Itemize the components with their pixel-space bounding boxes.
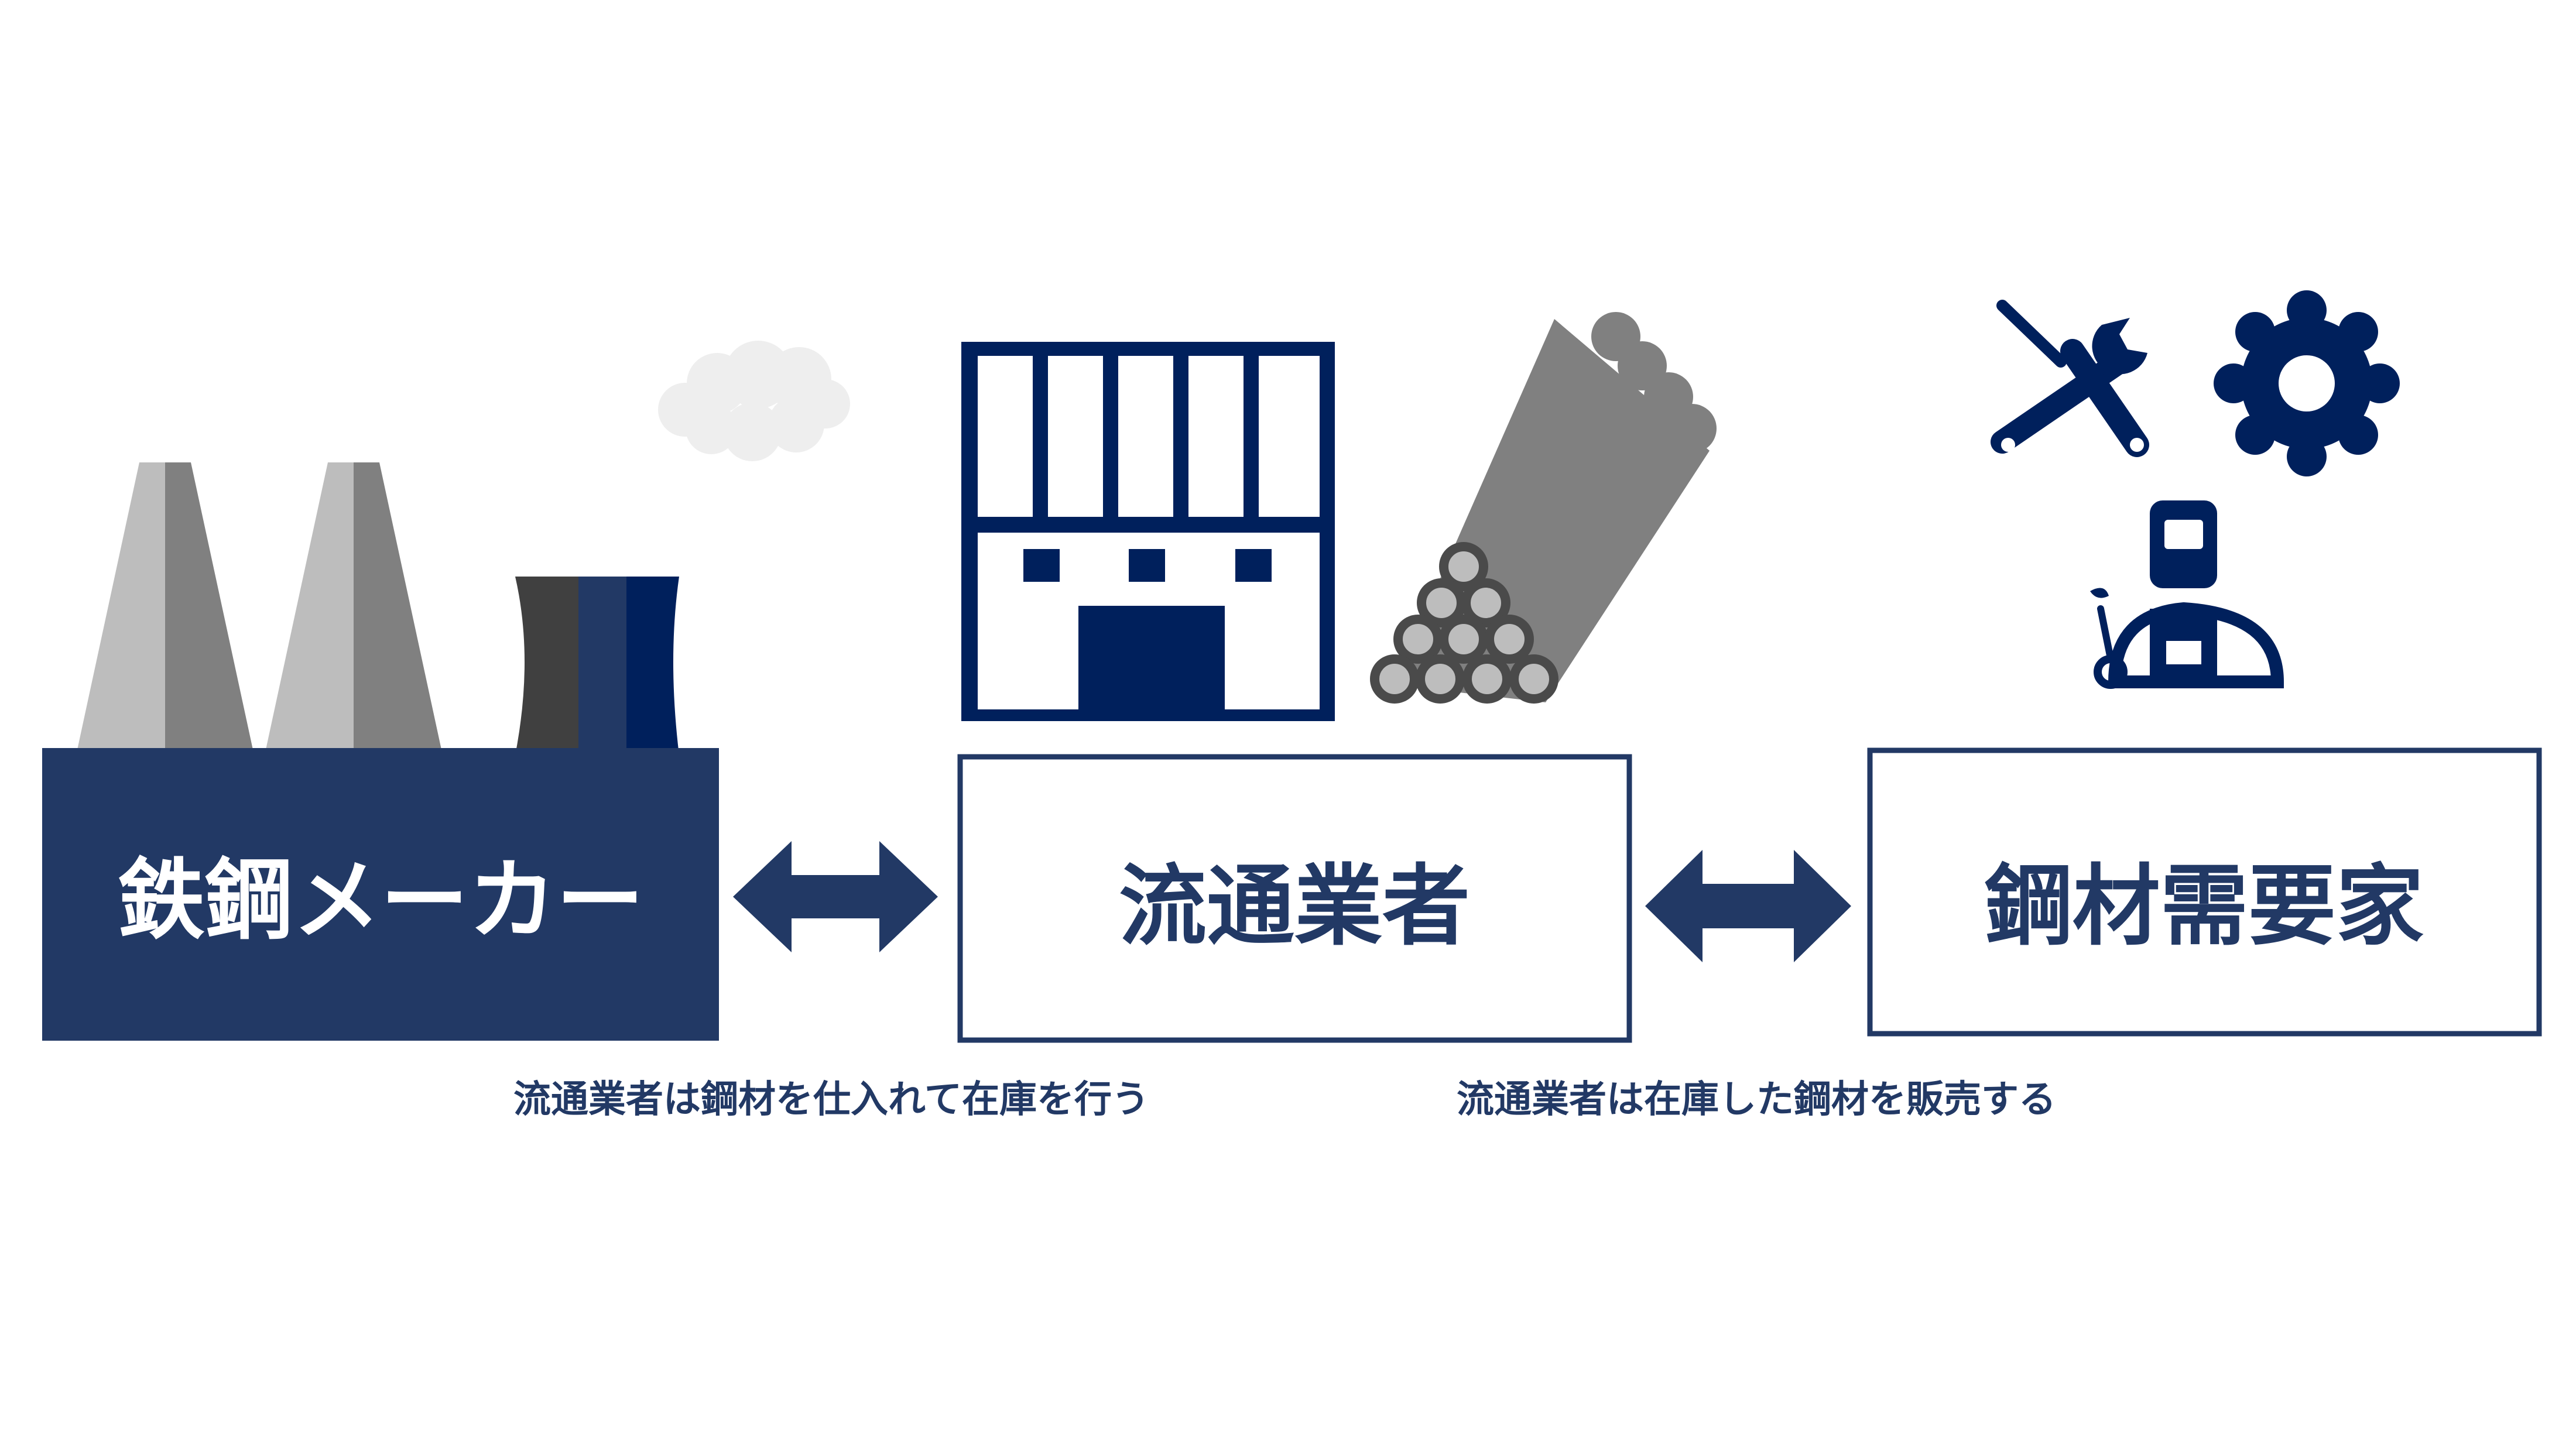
caption-sales: 流通業者は在庫した鋼材を販売する [1457, 1078, 2056, 1121]
steel-maker-label: 鉄鋼メーカー [117, 850, 644, 952]
tools-icon [1991, 300, 2149, 457]
double-arrow-right [1645, 850, 1851, 962]
distributor-box [957, 754, 1632, 1043]
steel-customer-label: 鋼材需要家 [1985, 856, 2424, 958]
factory-icon [76, 462, 697, 755]
distributor-label: 流通業者 [1119, 856, 1470, 958]
caption-procurement: 流通業者は鋼材を仕入れて在庫を行う [513, 1078, 1149, 1121]
double-arrow-left [733, 841, 938, 952]
steel-pipes-icon [1370, 312, 1717, 704]
welder-icon [2090, 500, 2284, 689]
gear-icon [2214, 290, 2400, 476]
cloud-icon [658, 341, 850, 461]
warehouse-icon [961, 342, 1335, 721]
steel-maker-box [42, 748, 719, 1041]
steel-customer-box [1867, 747, 2542, 1037]
